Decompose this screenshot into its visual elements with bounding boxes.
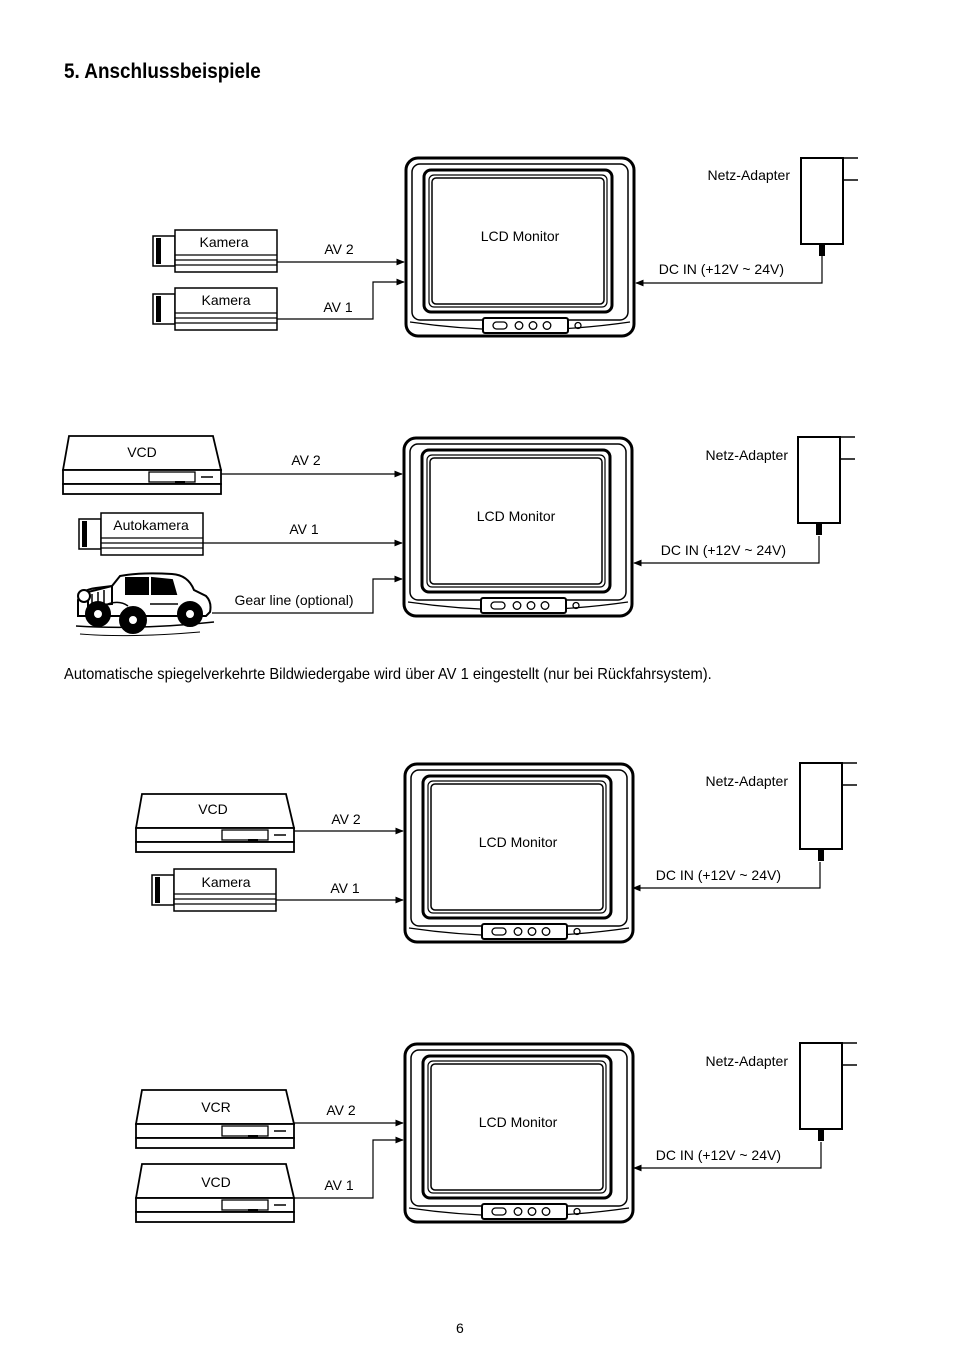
source-bottom-label-4: VCD bbox=[201, 1174, 231, 1190]
line-bottom-label-4: AV 1 bbox=[324, 1177, 354, 1193]
diagram-2: LCD Monitor Netz-Adapter DC IN (+12V ~ 2… bbox=[62, 435, 856, 637]
line-bottom-label-3: AV 1 bbox=[330, 880, 360, 896]
source-bottom-label-3: Kamera bbox=[201, 874, 250, 890]
lcd-monitor-3 bbox=[403, 762, 635, 944]
source-bottom-label-1: Kamera bbox=[201, 292, 250, 308]
page-number: 6 bbox=[456, 1320, 464, 1336]
lcd-monitor-1 bbox=[404, 156, 636, 338]
adapter-label-1: Netz-Adapter bbox=[708, 167, 791, 183]
source-middle-label-2: Autokamera bbox=[113, 517, 189, 533]
monitor-label-4: LCD Monitor bbox=[479, 1114, 558, 1130]
vcd-icon-4 bbox=[135, 1163, 295, 1223]
diagram-1: LCD Monitor Netz-Adapter DC IN (+12V ~ 2… bbox=[152, 156, 859, 338]
lcd-monitor-2 bbox=[402, 436, 634, 618]
diagram-4: LCD Monitor Netz-Adapter DC IN (+12V ~ 2… bbox=[135, 1042, 858, 1224]
line-top-label-1: AV 2 bbox=[324, 241, 354, 257]
diagram-3: LCD Monitor Netz-Adapter DC IN (+12V ~ 2… bbox=[135, 762, 858, 944]
source-top-label-3: VCD bbox=[198, 801, 228, 817]
line-top-label-2: AV 2 bbox=[291, 452, 321, 468]
section-heading: 5. Anschlussbeispiele bbox=[64, 60, 261, 83]
car-icon bbox=[75, 572, 215, 637]
source-top-label-2: VCD bbox=[127, 444, 157, 460]
adapter-label-3: Netz-Adapter bbox=[706, 773, 789, 789]
line-top-label-3: AV 2 bbox=[331, 811, 361, 827]
lcd-monitor-4 bbox=[403, 1042, 635, 1224]
line-bottom-label-2: Gear line (optional) bbox=[234, 592, 353, 608]
dc-in-label-2: DC IN (+12V ~ 24V) bbox=[661, 542, 786, 558]
mirror-image-note: Automatische spiegelverkehrte Bildwieder… bbox=[64, 666, 712, 683]
line-top-label-4: AV 2 bbox=[326, 1102, 356, 1118]
monitor-label-1: LCD Monitor bbox=[481, 228, 560, 244]
power-adapter-3 bbox=[799, 762, 858, 862]
monitor-label-2: LCD Monitor bbox=[477, 508, 556, 524]
source-top-label-4: VCR bbox=[201, 1099, 231, 1115]
source-top-label-1: Kamera bbox=[199, 234, 248, 250]
power-adapter-1 bbox=[800, 157, 859, 257]
line-middle-label-2: AV 1 bbox=[289, 521, 319, 537]
dc-in-label-4: DC IN (+12V ~ 24V) bbox=[656, 1147, 781, 1163]
adapter-label-2: Netz-Adapter bbox=[706, 447, 789, 463]
power-adapter-4 bbox=[799, 1042, 858, 1142]
monitor-label-3: LCD Monitor bbox=[479, 834, 558, 850]
line-bottom-label-1: AV 1 bbox=[323, 299, 353, 315]
dc-in-label-3: DC IN (+12V ~ 24V) bbox=[656, 867, 781, 883]
dc-in-label-1: DC IN (+12V ~ 24V) bbox=[659, 261, 784, 277]
adapter-label-4: Netz-Adapter bbox=[706, 1053, 789, 1069]
power-adapter-2 bbox=[797, 436, 856, 536]
